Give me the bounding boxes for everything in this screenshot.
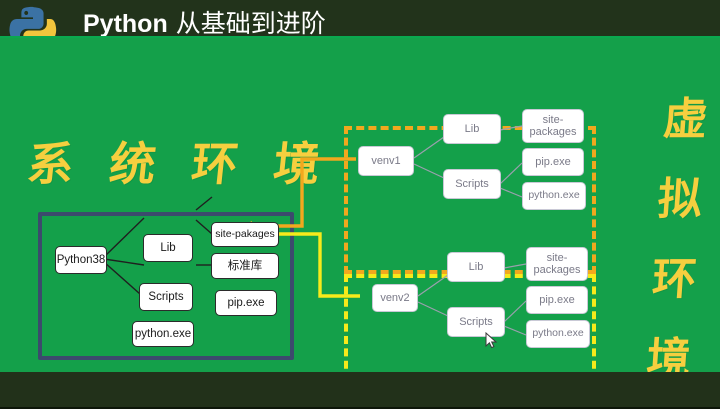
node-venv1-lib[interactable]: Lib xyxy=(443,114,501,144)
node-system-python-exe[interactable]: python.exe xyxy=(132,321,194,347)
node-venv2-pip-exe[interactable]: pip.exe xyxy=(526,286,588,314)
node-venv2-scripts[interactable]: Scripts xyxy=(447,307,505,337)
mouse-pointer-icon xyxy=(485,332,498,349)
node-system-site-packages[interactable]: site-pakages xyxy=(211,222,279,247)
slide-body: 系 统 环 境 虚 拟 环 境 xyxy=(0,38,720,406)
node-venv1-python-exe[interactable]: python.exe xyxy=(522,182,586,210)
node-python38[interactable]: Python38 xyxy=(55,246,107,274)
node-system-pip-exe[interactable]: pip.exe xyxy=(215,290,277,316)
system-environment-group-box xyxy=(38,212,294,360)
node-venv1-site-packages-line1: site- xyxy=(542,113,564,126)
node-venv2-root[interactable]: venv2 xyxy=(372,284,418,312)
node-venv1-scripts[interactable]: Scripts xyxy=(443,169,501,199)
header-divider xyxy=(0,36,720,38)
node-system-scripts[interactable]: Scripts xyxy=(139,283,193,311)
node-venv1-site-packages[interactable]: site- packages xyxy=(522,109,584,143)
node-venv1-pip-exe[interactable]: pip.exe xyxy=(522,148,584,176)
node-system-lib[interactable]: Lib xyxy=(143,234,193,262)
page-title-cn: 从基础到进阶 xyxy=(175,10,326,38)
node-venv2-site-packages[interactable]: site- packages xyxy=(526,247,588,281)
node-venv2-python-exe[interactable]: python.exe xyxy=(526,320,590,348)
footer-bar xyxy=(0,372,720,409)
node-system-stdlib[interactable]: 标准库 xyxy=(211,253,279,279)
node-venv1-root[interactable]: venv1 xyxy=(358,146,414,176)
connector-lines xyxy=(103,125,527,336)
page-title-en: Python xyxy=(83,10,168,38)
footer-edge-line xyxy=(0,407,720,409)
node-venv1-site-packages-line2: packages xyxy=(529,126,577,138)
node-venv2-lib[interactable]: Lib xyxy=(447,252,505,282)
node-venv2-site-packages-line1: site- xyxy=(546,251,568,264)
node-venv2-site-packages-line2: packages xyxy=(533,264,581,276)
